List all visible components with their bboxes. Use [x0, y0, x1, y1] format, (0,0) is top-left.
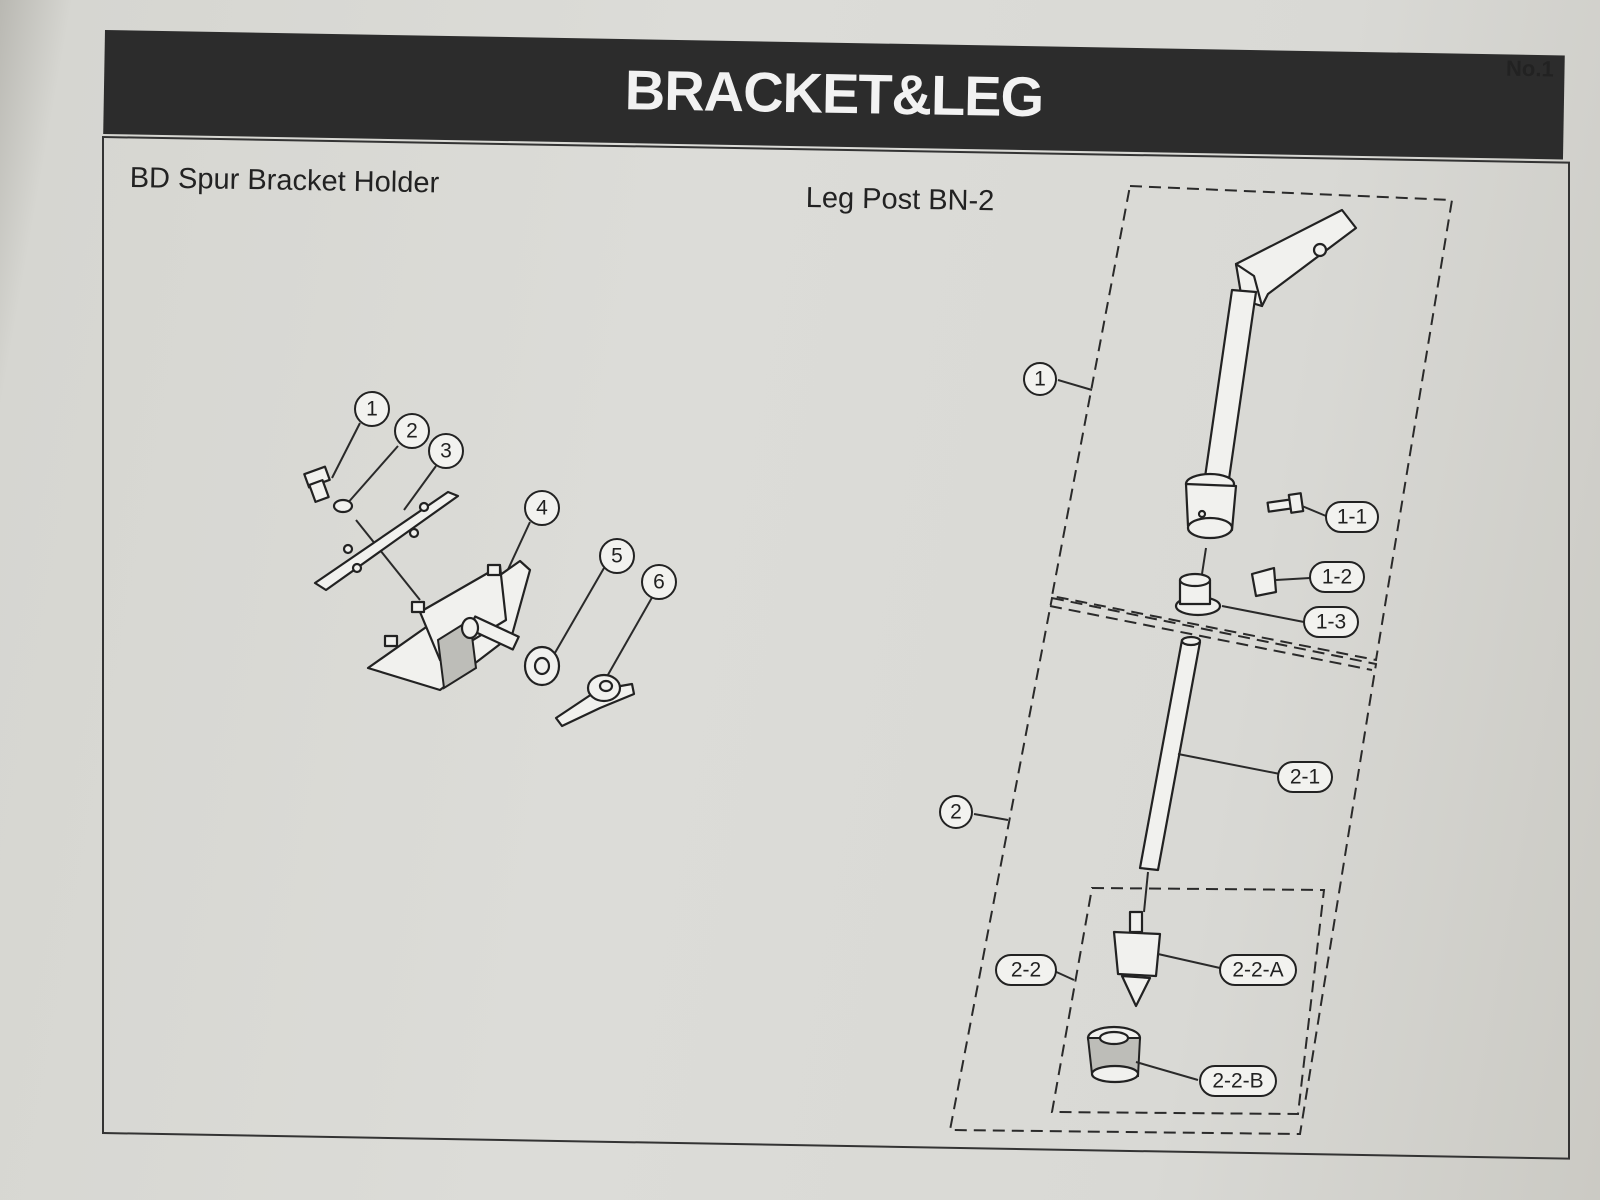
thumb-screw — [1266, 492, 1305, 514]
svg-text:1-1: 1-1 — [1337, 506, 1367, 529]
leg-post-assembly: 1 1-1 1-2 1-3 2-1 — [939, 184, 1454, 1136]
leader-line — [604, 593, 655, 681]
leader-line — [1301, 505, 1327, 517]
leader-line — [403, 465, 437, 511]
callout-1-2: 1-2 — [1309, 561, 1365, 593]
group-box-1 — [1050, 184, 1454, 662]
group-box-2-2 — [1050, 886, 1326, 1116]
collar — [1174, 572, 1222, 617]
callout-3: 3 — [428, 433, 464, 469]
leader-line — [345, 445, 399, 506]
callout-5: 5 — [599, 538, 635, 574]
callout-1-3: 1-3 — [1303, 606, 1359, 638]
svg-text:4: 4 — [536, 497, 548, 520]
callout-2-2-B: 2-2-B — [1199, 1065, 1277, 1097]
svg-text:2-2: 2-2 — [1011, 959, 1041, 982]
callout-6: 6 — [641, 564, 677, 600]
svg-text:2-1: 2-1 — [1290, 766, 1320, 789]
group-box-2 — [948, 596, 1378, 1136]
inner-tube — [1138, 635, 1202, 872]
rubber-foot — [1086, 1025, 1142, 1084]
spike-tip — [1112, 910, 1162, 1008]
spur-bracket-block — [366, 559, 532, 692]
svg-text:2: 2 — [406, 420, 418, 443]
svg-text:2: 2 — [950, 801, 962, 824]
assembly-axis-line — [1143, 871, 1149, 913]
svg-text:1: 1 — [1034, 368, 1046, 391]
svg-text:2-2-A: 2-2-A — [1232, 959, 1283, 982]
leader-line — [1275, 577, 1311, 581]
bracket-holder-assembly: 1 2 3 4 5 — [303, 391, 677, 728]
leader-line — [1057, 379, 1093, 391]
callout-2: 2 — [939, 795, 973, 829]
wing-nut — [554, 673, 636, 728]
leader-line — [1177, 753, 1281, 775]
mounting-plate — [313, 490, 460, 592]
callout-2-2-A: 2-2-A — [1219, 954, 1297, 986]
svg-text:5: 5 — [611, 545, 623, 568]
svg-text:1: 1 — [366, 398, 378, 421]
svg-text:6: 6 — [653, 571, 665, 594]
leader-line — [1157, 953, 1221, 969]
spring-washer — [332, 498, 354, 514]
svg-text:1-2: 1-2 — [1322, 566, 1352, 589]
leg-post-arm — [1184, 208, 1358, 540]
svg-text:2-2-B: 2-2-B — [1212, 1070, 1263, 1093]
leader-line — [973, 813, 1009, 821]
assembly-axis-line — [355, 519, 421, 601]
leader-line — [1135, 1061, 1199, 1081]
assembly-axis-line — [1201, 547, 1207, 575]
svg-text:1-3: 1-3 — [1316, 611, 1346, 634]
callout-1: 1 — [354, 391, 390, 427]
leader-line — [551, 567, 605, 659]
leader-line — [1221, 605, 1305, 623]
callout-1-1: 1-1 — [1325, 501, 1379, 533]
callout-2: 2 — [394, 413, 430, 449]
callout-2-1: 2-1 — [1277, 761, 1333, 793]
callout-4: 4 — [524, 490, 560, 526]
leader-line — [504, 521, 531, 577]
callout-2-2: 2-2 — [995, 954, 1057, 986]
callout-1: 1 — [1023, 362, 1057, 396]
svg-text:3: 3 — [440, 440, 452, 463]
hex-bolt — [303, 465, 331, 503]
flat-washer — [523, 645, 561, 687]
separator-line — [1049, 605, 1373, 671]
leader-line — [331, 422, 361, 479]
clip-insert — [1250, 566, 1278, 598]
